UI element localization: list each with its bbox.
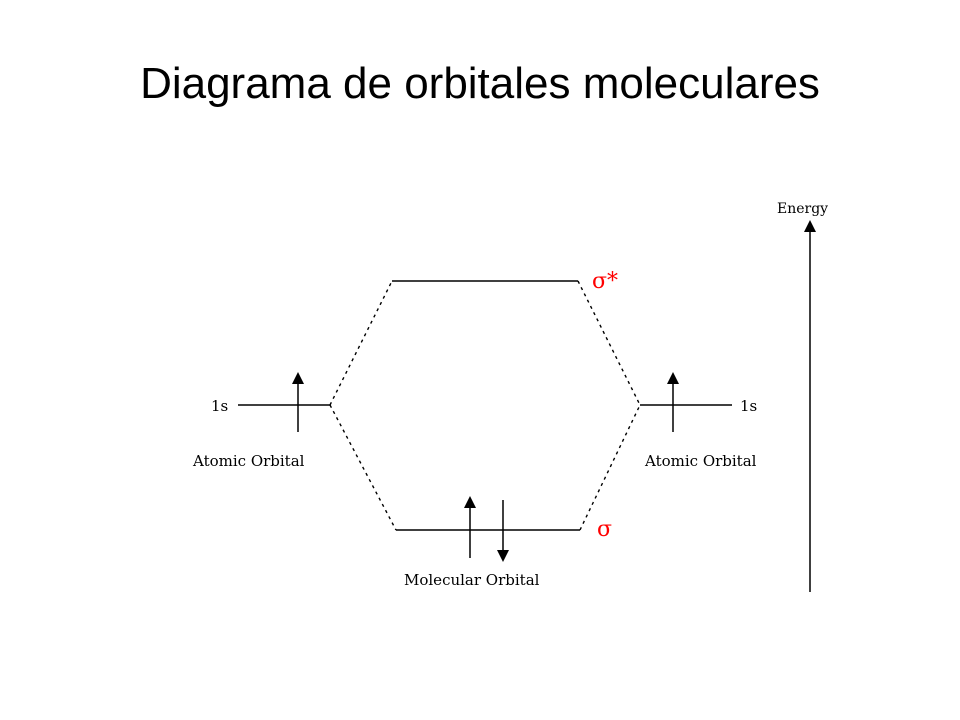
right-1s-label: 1s	[740, 397, 757, 415]
left-atomic-caption: Atomic Orbital	[192, 452, 305, 470]
sigma-star-label: σ*	[592, 269, 618, 294]
correlation-line-left-lower	[329, 404, 397, 531]
page-title: Diagrama de orbitales moleculares	[140, 59, 820, 108]
correlation-line-right-lower	[579, 404, 641, 531]
left-1s-label: 1s	[211, 397, 228, 415]
correlation-line-left-upper	[329, 280, 393, 406]
right-atomic-caption: Atomic Orbital	[644, 452, 757, 470]
energy-axis-label: Energy	[777, 201, 828, 217]
correlation-line-right-upper	[577, 280, 641, 406]
molecular-orbital-caption: Molecular Orbital	[404, 571, 540, 589]
sigma-label: σ	[597, 517, 612, 542]
